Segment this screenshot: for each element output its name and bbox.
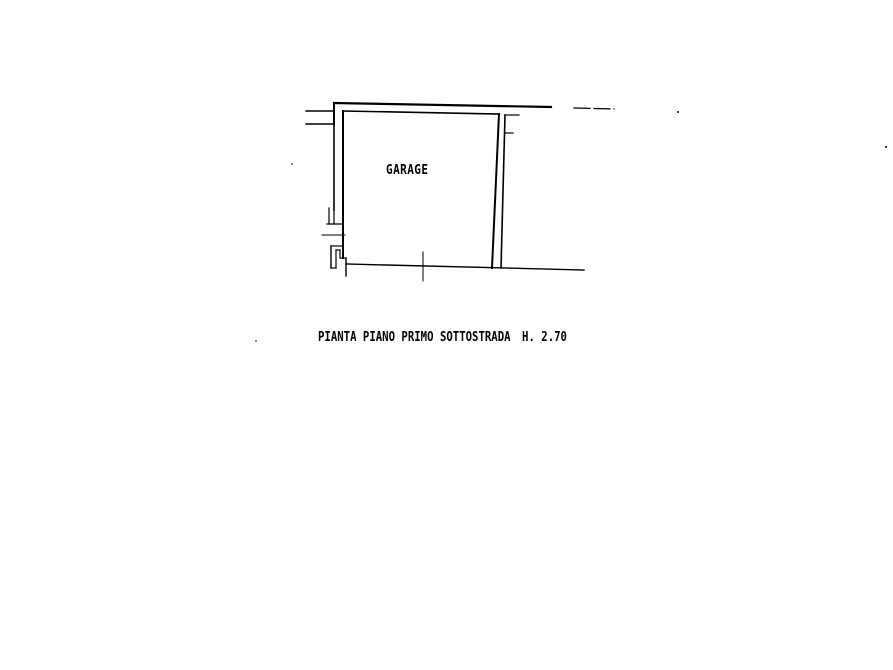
room-label-garage: GARAGE [386,163,429,178]
bottom-wall [345,251,585,282]
floor-title: PIANTA PIANO PRIMO SOTTOSTRADA [318,330,511,345]
left-wall [305,110,347,277]
ceiling-height: H. 2.70 [522,330,567,345]
plan-caption: PIANTA PIANO PRIMO SOTTOSTRADA H. 2.70 [318,330,567,345]
right-wall [490,112,520,270]
top-wall [332,101,553,125]
scan-specks [255,111,887,342]
top-dash [573,107,615,110]
